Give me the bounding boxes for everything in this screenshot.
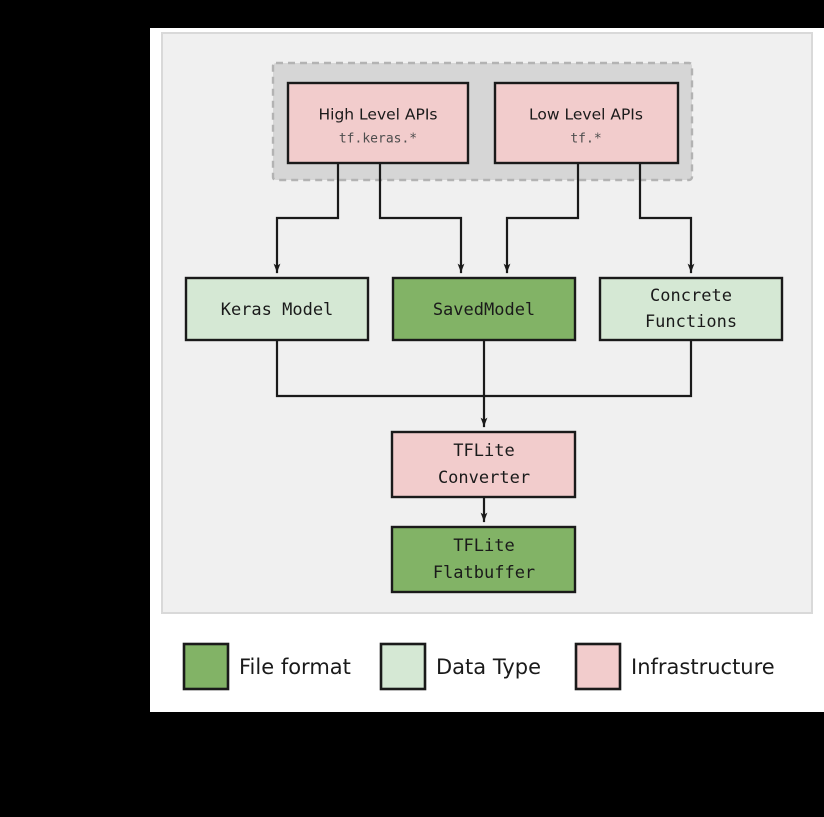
node-tflite-converter[interactable]: TFLite Converter	[390, 430, 577, 499]
node-tflite-flatbuffer-label-line1: TFLite	[453, 536, 514, 556]
node-keras-model[interactable]: Keras Model	[184, 276, 370, 342]
legend-label-data-type: Data Type	[436, 655, 541, 679]
legend-item-data-type: Data Type	[379, 642, 541, 691]
node-keras-model-rect	[184, 276, 370, 342]
node-keras-model-label: Keras Model	[221, 300, 334, 320]
legend: File format Data Type Infrastructure	[182, 642, 775, 691]
node-concrete-functions-label-line1: Concrete	[650, 286, 732, 306]
node-tflite-converter-label-line1: TFLite	[453, 441, 514, 461]
node-tflite-flatbuffer-rect	[390, 525, 577, 594]
node-savedmodel[interactable]: SavedModel	[391, 276, 577, 342]
node-high-level-apis-label: High Level APIs	[319, 106, 438, 124]
node-savedmodel-label: SavedModel	[433, 300, 535, 320]
legend-label-infrastructure: Infrastructure	[631, 655, 775, 679]
node-savedmodel-rect	[391, 276, 577, 342]
node-low-level-apis-sublabel: tf.*	[570, 132, 601, 147]
node-low-level-apis-rect	[493, 81, 680, 165]
legend-label-file-format: File format	[239, 655, 351, 679]
node-high-level-apis[interactable]: High Level APIs tf.keras.*	[286, 81, 470, 165]
node-high-level-apis-rect	[286, 81, 470, 165]
diagram-card: High Level APIs tf.keras.* Low Level API…	[150, 28, 824, 712]
node-concrete-functions[interactable]: Concrete Functions	[598, 276, 784, 342]
edge-low-to-concrete	[638, 161, 695, 274]
node-concrete-functions-label-line2: Functions	[645, 312, 737, 332]
legend-swatch-file-format	[182, 642, 230, 691]
node-tflite-flatbuffer[interactable]: TFLite Flatbuffer	[390, 525, 577, 594]
edge-concrete-to-converter	[482, 338, 693, 398]
node-low-level-apis[interactable]: Low Level APIs tf.*	[493, 81, 680, 165]
node-high-level-apis-sublabel: tf.keras.*	[339, 132, 417, 147]
node-concrete-functions-rect	[598, 276, 784, 342]
node-tflite-flatbuffer-label-line2: Flatbuffer	[433, 563, 535, 583]
node-tflite-converter-rect	[390, 430, 577, 499]
node-tflite-converter-label-line2: Converter	[438, 468, 530, 488]
node-low-level-apis-label: Low Level APIs	[529, 106, 643, 124]
tflite-workflow-diagram: High Level APIs tf.keras.* Low Level API…	[161, 32, 813, 691]
legend-item-file-format: File format	[182, 642, 351, 691]
edge-high-to-savedmodel	[378, 161, 465, 274]
edge-high-to-keras	[273, 161, 340, 274]
legend-swatch-data-type	[379, 642, 427, 691]
edge-low-to-savedmodel	[503, 161, 580, 274]
legend-swatch-infrastructure	[574, 642, 622, 691]
edge-keras-to-converter	[275, 338, 486, 398]
legend-item-infrastructure: Infrastructure	[574, 642, 775, 691]
